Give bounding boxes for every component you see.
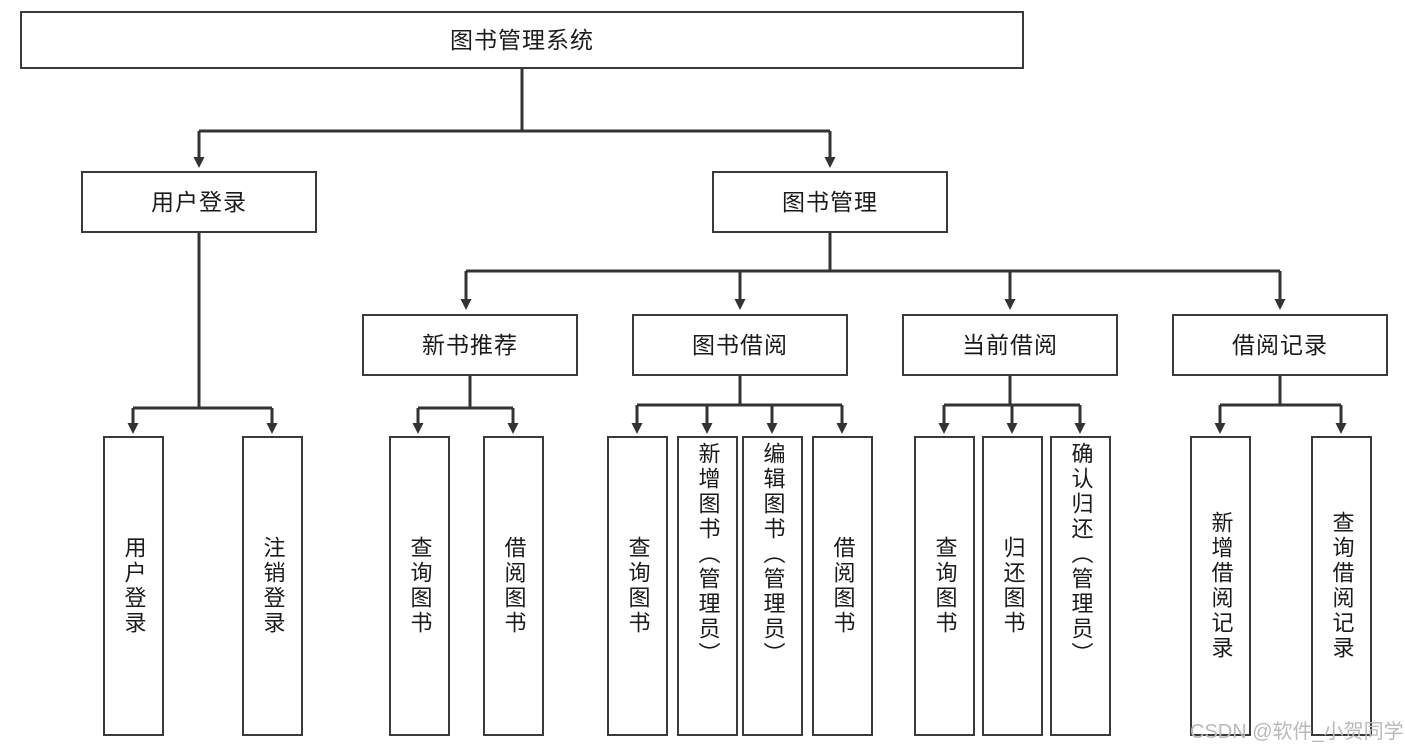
leaf-book-borrow-borrow-book[interactable]: 借阅图书	[812, 436, 873, 736]
node-label: 图书管理	[782, 188, 878, 215]
node-label: 新书推荐	[422, 331, 518, 358]
node-label: 借阅图书	[830, 536, 856, 636]
node-label: 新增图书（管理员）	[695, 442, 721, 667]
leaf-logout[interactable]: 注销登录	[242, 436, 303, 736]
node-label: 编辑图书（管理员）	[760, 442, 786, 667]
node-borrow-record[interactable]: 借阅记录	[1172, 314, 1388, 376]
node-label: 图书借阅	[692, 331, 788, 358]
leaf-new-book-borrow-book[interactable]: 借阅图书	[483, 436, 544, 736]
leaf-user-login[interactable]: 用户登录	[103, 436, 164, 736]
leaf-book-borrow-query-book[interactable]: 查询图书	[607, 436, 668, 736]
node-label: 图书管理系统	[450, 26, 594, 53]
leaf-current-borrow-query-book[interactable]: 查询图书	[914, 436, 975, 736]
leaf-current-borrow-confirm-return-admin[interactable]: 确认归还（管理员）	[1050, 436, 1111, 736]
node-root-book-management-system[interactable]: 图书管理系统	[20, 11, 1024, 69]
node-label: 用户登录	[121, 536, 147, 636]
node-label: 查询图书	[625, 536, 651, 636]
node-label: 新增借阅记录	[1208, 511, 1234, 661]
node-label: 确认归还（管理员）	[1068, 442, 1094, 667]
node-label: 归还图书	[1000, 536, 1026, 636]
node-label: 用户登录	[151, 188, 247, 215]
node-label: 借阅记录	[1232, 331, 1328, 358]
leaf-book-borrow-add-book-admin[interactable]: 新增图书（管理员）	[677, 436, 738, 736]
node-label: 查询图书	[407, 536, 433, 636]
leaf-borrow-record-add-record[interactable]: 新增借阅记录	[1190, 436, 1251, 736]
leaf-new-book-query-book[interactable]: 查询图书	[389, 436, 450, 736]
node-label: 查询借阅记录	[1329, 511, 1355, 661]
node-book-management[interactable]: 图书管理	[712, 171, 948, 233]
node-label: 借阅图书	[501, 536, 527, 636]
node-current-borrow[interactable]: 当前借阅	[902, 314, 1118, 376]
node-label: 当前借阅	[962, 331, 1058, 358]
leaf-current-borrow-return-book[interactable]: 归还图书	[982, 436, 1043, 736]
node-user-login[interactable]: 用户登录	[81, 171, 317, 233]
node-label: 注销登录	[260, 536, 286, 636]
node-new-book-recommend[interactable]: 新书推荐	[362, 314, 578, 376]
leaf-book-borrow-edit-book-admin[interactable]: 编辑图书（管理员）	[742, 436, 803, 736]
leaf-borrow-record-query-record[interactable]: 查询借阅记录	[1311, 436, 1372, 736]
node-label: 查询图书	[932, 536, 958, 636]
node-book-borrow[interactable]: 图书借阅	[632, 314, 848, 376]
